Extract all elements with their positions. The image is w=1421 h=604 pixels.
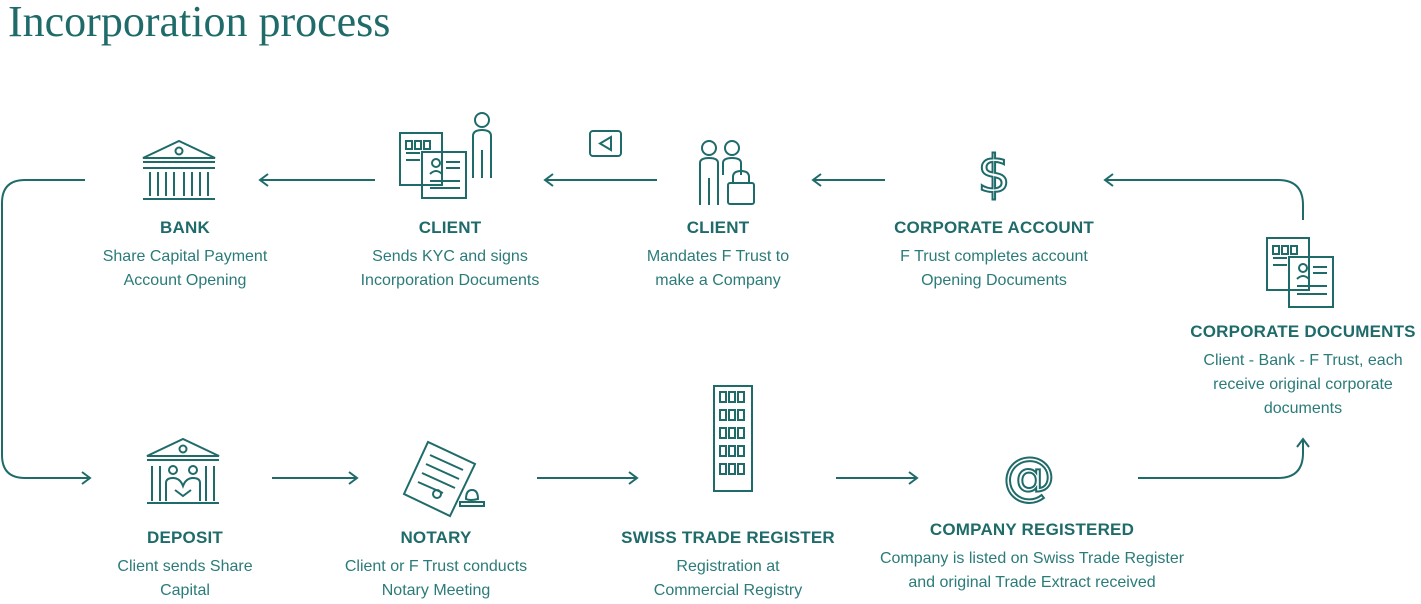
step-description: Client or F Trust conducts Notary Meetin…	[344, 558, 528, 599]
documents-icon	[1266, 237, 1334, 308]
step-notary: NOTARY Client or F Trust conducts Notary…	[286, 527, 586, 603]
step-description: Mandates F Trust to make a Company	[646, 248, 790, 289]
step-description: Client sends Share Capital	[117, 558, 253, 599]
step-title: COMPANY REGISTERED	[929, 520, 1135, 539]
step-client-kyc: CLIENT Sends KYC and signs Incorporation…	[300, 217, 600, 293]
svg-text:$: $	[977, 145, 1010, 205]
step-description: Company is listed on Swiss Trade Registe…	[879, 550, 1185, 591]
step-title: CLIENT	[686, 218, 750, 237]
step-title: NOTARY	[400, 528, 472, 547]
at-sign-icon: @	[1002, 446, 1056, 508]
connector-bank-to-deposit	[1, 179, 90, 479]
step-corporate-documents: CORPORATE DOCUMENTS Client - Bank - F Tr…	[1153, 321, 1421, 421]
page-title: Incorporation process	[8, 0, 391, 46]
step-company-registered: COMPANY REGISTERED Company is listed on …	[832, 519, 1232, 595]
step-description: Sends KYC and signs Incorporation Docume…	[360, 248, 540, 289]
step-description: Client - Bank - F Trust, each receive or…	[1203, 352, 1403, 417]
step-title: CLIENT	[418, 218, 482, 237]
step-title: CORPORATE DOCUMENTS	[1190, 322, 1416, 341]
step-deposit: DEPOSIT Client sends Share Capital	[35, 527, 335, 603]
tall-building-icon	[713, 385, 753, 492]
bank-building-icon	[142, 139, 216, 200]
dollar-icon: $	[976, 144, 1011, 206]
back-button-icon[interactable]	[589, 130, 622, 157]
arrow-docs-to-account	[1105, 179, 1304, 220]
step-title: CORPORATE ACCOUNT	[894, 218, 1094, 237]
step-description: Share Capital Payment Account Opening	[102, 248, 268, 289]
step-title: SWISS TRADE REGISTER	[621, 528, 835, 547]
step-swiss-trade-register: SWISS TRADE REGISTER Registration at Com…	[578, 527, 878, 603]
step-corporate-account: CORPORATE ACCOUNT F Trust completes acco…	[844, 217, 1144, 293]
people-lock-icon	[699, 140, 755, 205]
document-stamp-icon	[402, 440, 485, 518]
svg-text:@: @	[1003, 447, 1055, 507]
arrow-registered-to-docs	[1138, 440, 1304, 479]
bank-handshake-icon	[146, 437, 220, 504]
step-description: Registration at Commercial Registry	[653, 558, 803, 599]
step-title: BANK	[160, 218, 210, 237]
documents-person-icon	[399, 112, 492, 199]
step-bank: BANK Share Capital Payment Account Openi…	[35, 217, 335, 293]
step-description: F Trust completes account Opening Docume…	[900, 248, 1088, 289]
step-client-mandate: CLIENT Mandates F Trust to make a Compan…	[568, 217, 868, 293]
step-title: DEPOSIT	[146, 528, 224, 547]
